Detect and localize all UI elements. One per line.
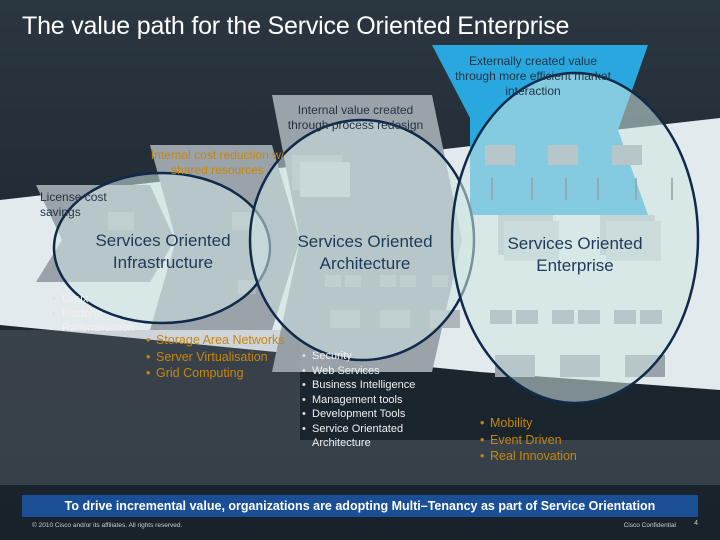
bottom-banner: To drive incremental value, organization… [22, 495, 698, 517]
bullet-list-architecture: Security Web Services Business Intellige… [302, 349, 437, 451]
circle-enterprise [450, 71, 700, 405]
stage-label-internal-value: Internal value created through process r… [287, 103, 424, 132]
bullet-item: Management tools [302, 393, 437, 408]
bullet-item: Real Innovation [480, 448, 600, 465]
bullet-item: Mobility [480, 415, 600, 432]
bullet-item: Grid Computing [146, 365, 291, 382]
bullet-item: Linux [52, 292, 152, 307]
bullet-item: Server Virtualisation [146, 349, 291, 366]
stage-label-external-value: Externally created value through more ef… [455, 54, 611, 98]
stage-label-internal-cost: Internal cost reduction w/ shared resour… [150, 148, 285, 177]
bullet-list-enterprise: Mobility Event Driven Real Innovation [480, 415, 600, 465]
bullet-list-infrastructure: Storage Area Networks Server Virtualisat… [146, 332, 291, 382]
bullet-item: Business Intelligence [302, 378, 437, 393]
bullet-item: Storage Area Networks [146, 332, 291, 349]
bullet-item: Platform Rationalisation [52, 307, 152, 336]
bullet-item: Security [302, 349, 437, 364]
bullet-item: Event Driven [480, 432, 600, 449]
page-number: 4 [694, 520, 698, 527]
stage-label-license: License cost savings [40, 190, 107, 219]
footer-copyright: © 2010 Cisco and/or its affiliates. All … [32, 522, 183, 529]
bullet-item: Development Tools [302, 407, 437, 422]
circle-label-enterprise: Services Oriented Enterprise [507, 234, 643, 275]
circle-label-infrastructure: Services Oriented Infrastructure [95, 231, 231, 272]
bullet-item: Service Orientated Architecture [302, 422, 437, 451]
bullet-list-left: Linux Platform Rationalisation [52, 292, 152, 336]
footer-confidential: Cisco Confidential [623, 522, 676, 529]
slide-title: The value path for the Service Oriented … [22, 12, 570, 40]
bullet-item: Web Services [302, 364, 437, 379]
circle-label-architecture: Services Oriented Architecture [297, 232, 433, 273]
